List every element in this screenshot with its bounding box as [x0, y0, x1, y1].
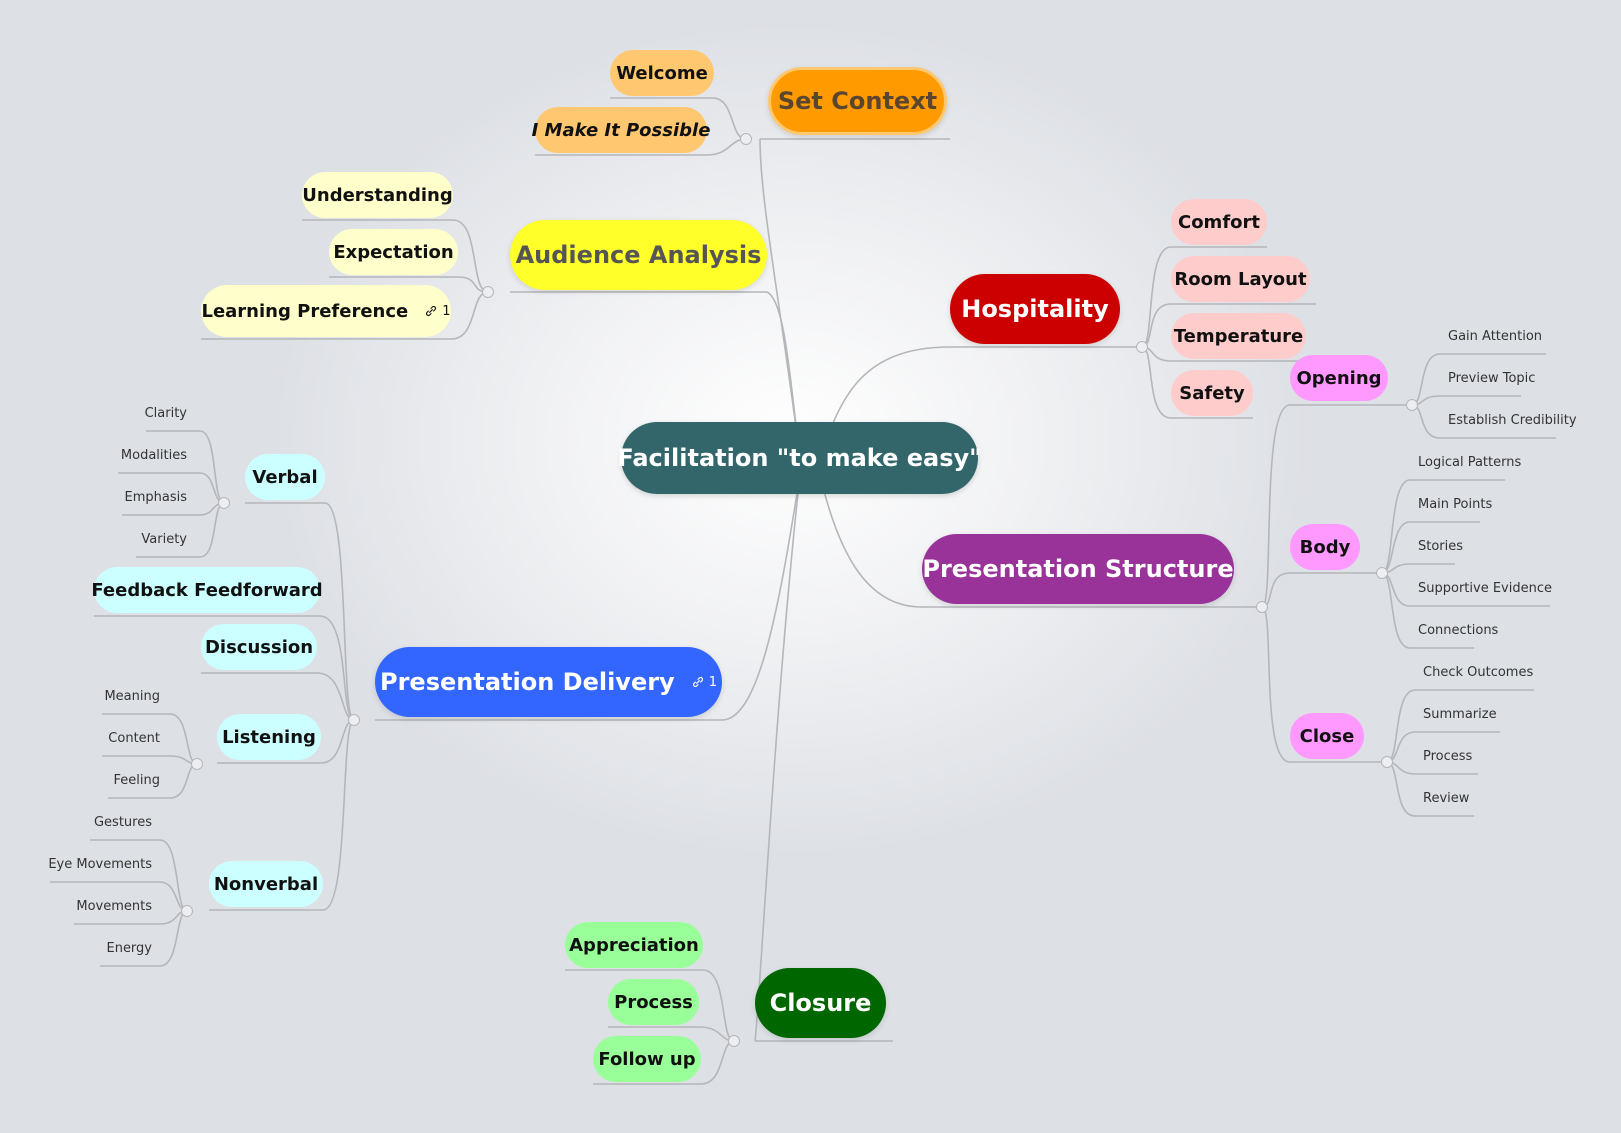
connector-line — [754, 474, 801, 1042]
connector-line — [819, 474, 923, 608]
link-icon — [426, 305, 437, 317]
junction-close[interactable] — [1381, 756, 1393, 768]
leaf-gestures[interactable]: Gestures — [93, 815, 152, 830]
junction-structure[interactable] — [1256, 601, 1268, 613]
subtopic-welcome[interactable]: Welcome — [610, 50, 714, 96]
connector-line — [1261, 606, 1387, 763]
connector-line — [1261, 572, 1382, 608]
junction-set-context[interactable] — [740, 133, 752, 145]
link-count: 1 — [442, 303, 451, 319]
learning-preference-link-badge[interactable]: 1 — [424, 303, 451, 319]
subtopic-closure-process[interactable]: Process — [608, 979, 699, 1025]
leaf-emphasis[interactable]: Emphasis — [124, 490, 188, 505]
subtopic-temperature[interactable]: Temperature — [1171, 313, 1306, 359]
connector-line — [1261, 404, 1412, 608]
root-topic[interactable]: Facilitation "to make easy" — [617, 422, 982, 494]
leaf-meaning[interactable]: Meaning — [104, 689, 160, 704]
topic-presentation-structure[interactable]: Presentation Structure — [922, 534, 1234, 604]
leaf-clarity[interactable]: Clarity — [144, 406, 187, 421]
leaf-variety[interactable]: Variety — [141, 532, 187, 547]
junction-listening[interactable] — [191, 758, 203, 770]
leaf-feeling[interactable]: Feeling — [113, 773, 160, 788]
subtopic-learning-preference[interactable]: Learning Preference 1 — [201, 285, 451, 337]
subtopic-opening[interactable]: Opening — [1290, 355, 1388, 401]
junction-body[interactable] — [1376, 567, 1388, 579]
subtopic-room-layout[interactable]: Room Layout — [1171, 256, 1310, 302]
leaf-modalities[interactable]: Modalities — [120, 448, 187, 463]
topic-audience-analysis[interactable]: Audience Analysis — [510, 220, 767, 290]
junction-closure[interactable] — [728, 1035, 740, 1047]
connector-line — [1386, 761, 1474, 817]
junction-opening[interactable] — [1406, 399, 1418, 411]
connector-line — [201, 672, 355, 721]
learning-preference-label: Learning Preference — [201, 300, 409, 322]
connector-line — [209, 719, 355, 911]
leaf-logical-patterns[interactable]: Logical Patterns — [1418, 455, 1522, 470]
subtopic-understanding[interactable]: Understanding — [302, 172, 453, 218]
subtopic-nonverbal[interactable]: Nonverbal — [209, 861, 323, 907]
leaf-content[interactable]: Content — [108, 731, 160, 746]
leaf-connections[interactable]: Connections — [1418, 623, 1499, 638]
link-icon — [692, 676, 703, 688]
junction-verbal[interactable] — [218, 497, 230, 509]
presentation-delivery-label: Presentation Delivery — [380, 668, 675, 696]
topic-hospitality[interactable]: Hospitality — [950, 274, 1120, 344]
subtopic-safety[interactable]: Safety — [1171, 370, 1253, 416]
topic-set-context[interactable]: Set Context — [768, 67, 947, 135]
leaf-eye-movements[interactable]: Eye Movements — [48, 857, 152, 872]
subtopic-feedback-feedforward[interactable]: Feedback Feedforward — [91, 567, 323, 613]
leaf-supportive-evidence[interactable]: Supportive Evidence — [1418, 581, 1552, 596]
leaf-movements[interactable]: Movements — [76, 899, 152, 914]
subtopic-expectation[interactable]: Expectation — [329, 229, 458, 275]
junction-delivery[interactable] — [348, 714, 360, 726]
presentation-delivery-link-badge[interactable]: 1 — [691, 675, 717, 690]
leaf-summarize[interactable]: Summarize — [1423, 707, 1497, 722]
connector-line — [102, 755, 198, 765]
subtopic-verbal[interactable]: Verbal — [245, 454, 325, 500]
leaf-stories[interactable]: Stories — [1418, 539, 1464, 554]
subtopic-comfort[interactable]: Comfort — [1171, 199, 1267, 245]
subtopic-body[interactable]: Body — [1290, 524, 1360, 570]
leaf-preview-topic[interactable]: Preview Topic — [1448, 371, 1536, 386]
connector-line — [1381, 563, 1455, 574]
subtopic-listening[interactable]: Listening — [217, 714, 321, 760]
connector-line — [245, 502, 355, 721]
leaf-establish-credibility[interactable]: Establish Credibility — [1448, 413, 1577, 428]
junction-hospitality[interactable] — [1136, 341, 1148, 353]
leaf-energy[interactable]: Energy — [106, 941, 152, 956]
leaf-main-points[interactable]: Main Points — [1418, 497, 1493, 512]
leaf-gain-attention[interactable]: Gain Attention — [1448, 329, 1543, 344]
connector-line — [721, 474, 801, 721]
leaf-process[interactable]: Process — [1423, 749, 1473, 764]
subtopic-discussion[interactable]: Discussion — [201, 624, 317, 670]
topic-closure[interactable]: Closure — [755, 968, 886, 1038]
connector-line — [1411, 395, 1521, 406]
junction-nonverbal[interactable] — [181, 905, 193, 917]
link-count: 1 — [708, 674, 717, 690]
leaf-check-outcomes[interactable]: Check Outcomes — [1423, 665, 1534, 680]
topic-presentation-delivery[interactable]: Presentation Delivery 1 — [375, 647, 722, 717]
subtopic-i-make-it-possible[interactable]: I Make It Possible — [532, 107, 710, 153]
subtopic-appreciation[interactable]: Appreciation — [565, 922, 703, 968]
subtopic-close[interactable]: Close — [1290, 713, 1364, 759]
leaf-review[interactable]: Review — [1423, 791, 1470, 806]
subtopic-follow-up[interactable]: Follow up — [593, 1036, 701, 1082]
junction-audience[interactable] — [482, 286, 494, 298]
